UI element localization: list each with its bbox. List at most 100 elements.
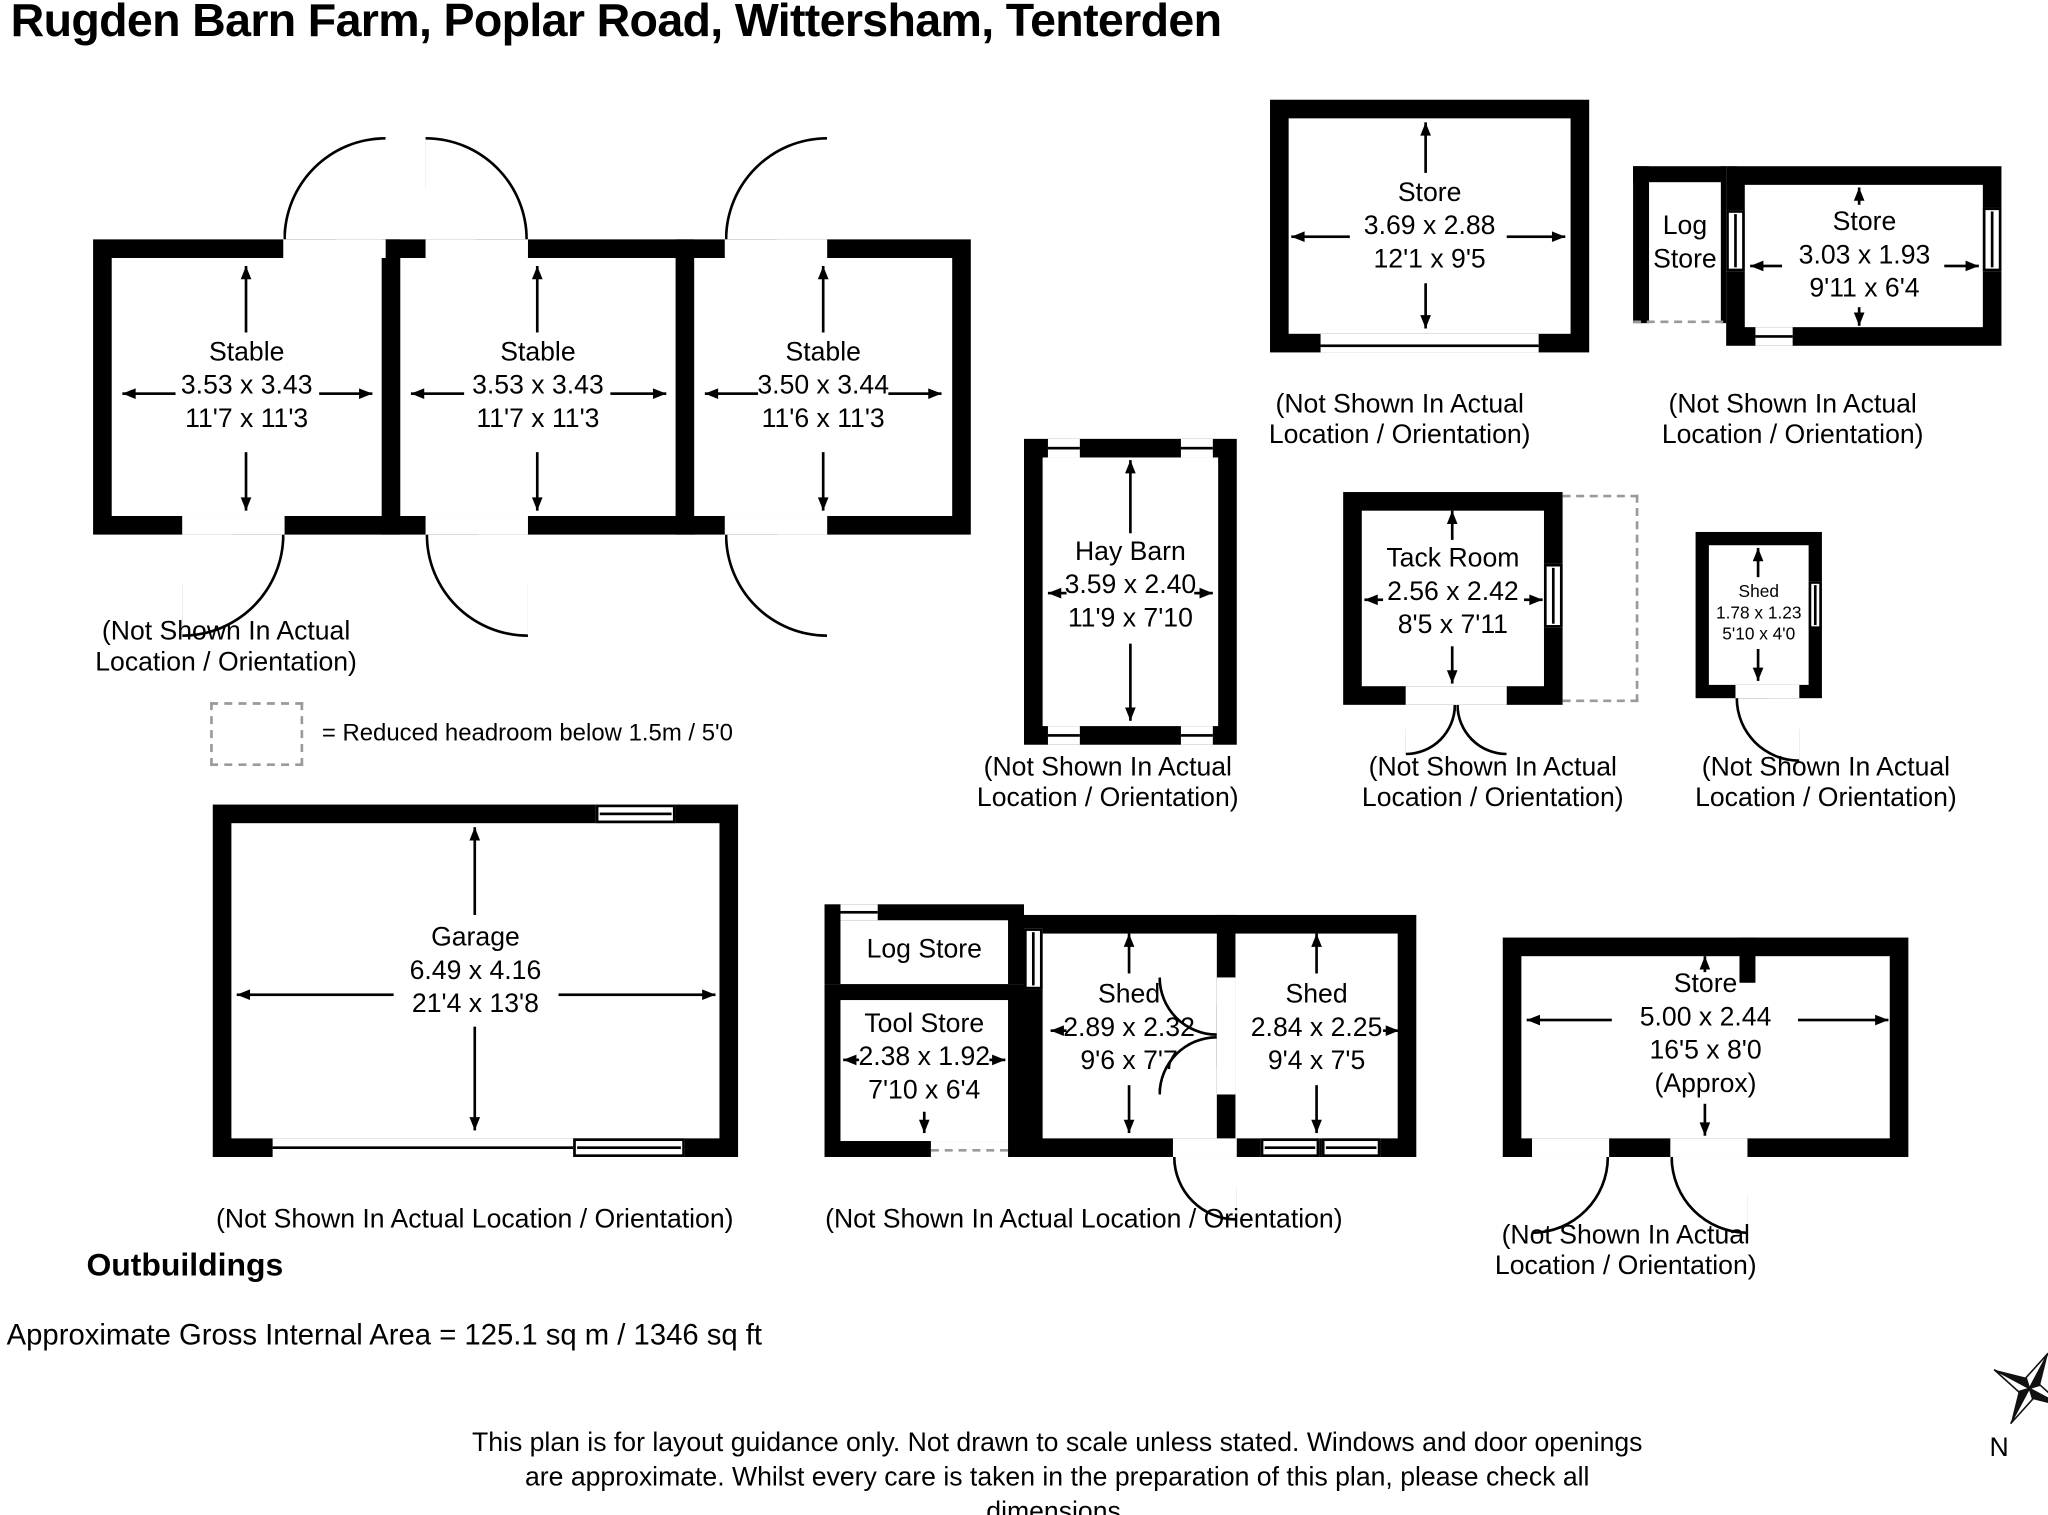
- dimension-arrow: [1125, 643, 1136, 721]
- not-shown-note-store-bottom: (Not Shown In Actual Location / Orientat…: [1443, 1221, 1809, 1282]
- room-name: Shed: [1285, 980, 1348, 1010]
- gross-internal-area: Approximate Gross Internal Area = 125.1 …: [6, 1317, 763, 1352]
- room-label-store-top: Store 3.69 x 2.88 12'1 x 9'5: [1289, 177, 1571, 277]
- room-label-log-store-bottom: Log Store: [825, 934, 1024, 967]
- open-side-dashed: [930, 1149, 1009, 1152]
- dimension-arrow: [1383, 1025, 1400, 1036]
- dimension-arrow: [1944, 260, 1979, 272]
- reduced-headroom-area: [1562, 494, 1639, 703]
- room-dims-metric: 2.38 x 1.92: [858, 1042, 991, 1072]
- dimension-arrow: [817, 265, 829, 333]
- wall-segment: [1739, 937, 1756, 983]
- room-dims-metric: 2.84 x 2.25: [1250, 1013, 1383, 1043]
- wall-opening: [425, 239, 528, 258]
- room-name: Tool Store: [864, 1009, 985, 1039]
- not-shown-note-shed-small: (Not Shown In Actual Location / Orientat…: [1649, 753, 2003, 814]
- note-line: Location / Orientation): [1661, 420, 1924, 450]
- door-arc: [1405, 704, 1457, 756]
- note-line: (Not Shown In Actual: [1701, 752, 1951, 782]
- dimension-arrow: [1752, 547, 1764, 578]
- room-name: Stable: [785, 337, 861, 368]
- dimension-arrow: [240, 452, 252, 511]
- dimension-arrow: [1853, 307, 1865, 326]
- dimension-arrow: [1699, 1103, 1711, 1136]
- dimension-arrow: [1311, 1085, 1322, 1134]
- room-label-garage: Garage 6.49 x 4.16 21'4 x 13'8: [231, 922, 719, 1022]
- door-arc: [1456, 704, 1507, 756]
- open-side-line: [1180, 446, 1213, 450]
- note-line: Location / Orientation): [1361, 783, 1624, 813]
- open-side-line: [840, 910, 878, 914]
- note-line: (Not Shown In Actual: [101, 617, 351, 647]
- open-side-line: [1047, 446, 1080, 450]
- disclaimer-line: This plan is for layout guidance only. N…: [471, 1428, 1643, 1458]
- wall-opening: [1670, 1138, 1748, 1157]
- dimension-arrow: [1420, 122, 1431, 173]
- note-line: (Not Shown In Actual: [1501, 1220, 1750, 1251]
- dimension-arrow: [1526, 1014, 1612, 1026]
- wall-segment: [381, 239, 401, 535]
- dimension-arrow: [1797, 1014, 1889, 1026]
- note-line: (Not Shown In Actual: [1275, 389, 1524, 419]
- room-dims-metric: 2.56 x 2.42: [1387, 577, 1519, 607]
- room-dims-imperial: 9'6 x 7'7: [1080, 1046, 1178, 1076]
- window: [1982, 207, 2002, 272]
- note-line: Location / Orientation): [1695, 783, 1957, 813]
- dimension-arrow: [1524, 594, 1543, 606]
- wall-opening: [1735, 684, 1800, 699]
- room-dims-metric: 3.59 x 2.40: [1064, 570, 1197, 600]
- room-dims-imperial: 21'4 x 13'8: [411, 989, 539, 1019]
- open-side-line: [1180, 734, 1213, 737]
- dimension-arrow: [1047, 587, 1067, 599]
- room-dims-imperial: 9'11 x 6'4: [1809, 273, 1920, 304]
- room-label-tool-store: Tool Store 2.38 x 1.92 7'10 x 6'4: [838, 1008, 1011, 1108]
- compass-rose-icon: [1987, 1346, 2048, 1431]
- dimension-arrow: [1194, 587, 1213, 599]
- room-dims-metric: 1.78 x 1.23: [1715, 602, 1802, 623]
- page-title: Rugden Barn Farm, Poplar Road, Wittersha…: [10, 0, 1222, 47]
- reduced-headroom-swatch: [210, 702, 304, 767]
- wall-opening: [182, 515, 285, 535]
- dimension-arrow: [531, 452, 543, 511]
- room-dims-imperial: 11'6 x 11'3: [761, 404, 885, 434]
- room-name: Stable: [208, 337, 285, 368]
- dimension-arrow: [236, 989, 394, 1001]
- room-dims-metric: 5.00 x 2.44: [1639, 1002, 1772, 1032]
- room-dims-metric: 3.03 x 1.93: [1798, 240, 1931, 270]
- dimension-arrow: [531, 265, 543, 333]
- note-line: Location / Orientation): [1268, 420, 1531, 450]
- dimension-arrow: [888, 388, 942, 399]
- room-dims-metric: 3.53 x 3.43: [472, 371, 604, 401]
- wall-opening: [724, 515, 828, 535]
- room-label-shed-small: Shed 1.78 x 1.23 5'10 x 4'0: [1709, 581, 1809, 645]
- window: [1321, 1138, 1381, 1157]
- not-shown-note-garage: (Not Shown In Actual Location / Orientat…: [216, 1204, 734, 1235]
- dimension-arrow: [704, 388, 759, 399]
- section-title-outbuildings: Outbuildings: [86, 1247, 284, 1284]
- wall-opening: [425, 515, 528, 535]
- dimension-arrow: [1446, 510, 1458, 540]
- door-arc: [283, 136, 386, 240]
- dimension-arrow: [843, 1054, 860, 1066]
- wall-opening: [1532, 1138, 1610, 1157]
- not-shown-note-store-top: (Not Shown In Actual Location / Orientat…: [1237, 390, 1563, 451]
- window: [1260, 1138, 1320, 1157]
- room-name: Log Store: [1653, 211, 1717, 274]
- room-label-stable3: Stable 3.50 x 3.44 11'6 x 11'3: [694, 336, 952, 436]
- dimension-arrow: [1123, 1085, 1135, 1134]
- door-arc: [425, 534, 528, 638]
- wall-segment: [675, 239, 695, 535]
- room-dims-metric: 3.53 x 3.43: [180, 371, 313, 401]
- not-shown-note-stables: (Not Shown In Actual Location / Orientat…: [53, 617, 399, 678]
- window: [595, 804, 676, 824]
- room-dims-imperial: 12'1 x 9'5: [1373, 244, 1486, 274]
- note-line: Location / Orientation): [1494, 1251, 1757, 1281]
- room-name: Store: [1832, 207, 1897, 237]
- dimension-arrow: [410, 388, 465, 399]
- dimension-arrow: [1364, 594, 1384, 606]
- wall-opening: [1405, 686, 1507, 705]
- room-name: Hay Barn: [1074, 537, 1186, 567]
- wall-opening: [1320, 333, 1539, 353]
